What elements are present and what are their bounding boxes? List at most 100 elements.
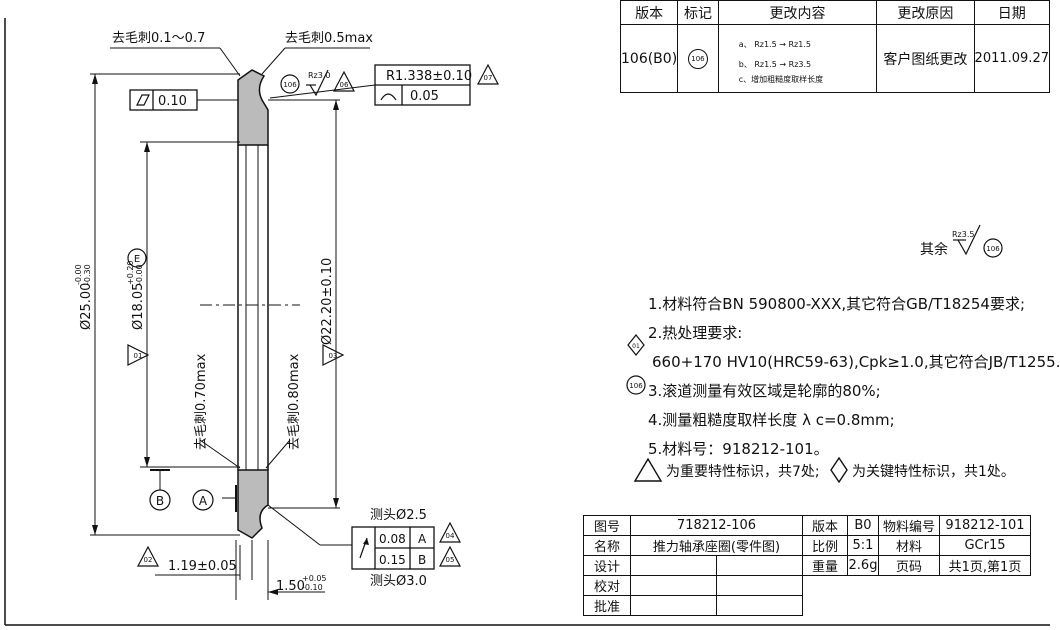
datum-a-circle xyxy=(192,489,214,511)
remaining-mark: 106 xyxy=(986,245,1000,253)
tb-check-date xyxy=(716,575,803,596)
remaining-value: Rz3.5 xyxy=(952,230,974,239)
tb-version: B0 xyxy=(847,515,879,536)
roughness-top: Rz3.0 xyxy=(308,71,330,80)
mark-106: 106 xyxy=(283,81,297,89)
tb-approve-sign xyxy=(630,595,717,616)
dia-inner-tol-lower: -0.00 xyxy=(135,264,144,285)
runout-2-value: 0.15 xyxy=(379,553,406,567)
tb-drawing-no: 718212-106 xyxy=(630,515,803,536)
tb-design-sign xyxy=(630,555,717,576)
tb-approve-label: 批准 xyxy=(583,595,631,616)
key-diamond-icon xyxy=(830,456,848,484)
tb-design-label: 设计 xyxy=(583,555,631,576)
rev-version: 106(B0) xyxy=(619,24,679,93)
dia-raceway: Ø22.20±0.10 xyxy=(320,258,335,345)
rev-header-version: 版本 xyxy=(619,0,679,25)
note-4: 4.测量粗糙度取样长度 λ c=0.8mm; xyxy=(648,411,895,429)
tb-weight: 2.6g xyxy=(847,555,879,576)
tb-empty-2 xyxy=(803,596,1031,616)
runout-2-datum: B xyxy=(418,553,426,567)
mark-01: 01 xyxy=(134,352,143,360)
mark-106-circle xyxy=(280,74,300,94)
datum-a: A xyxy=(199,494,208,508)
tb-check-sign xyxy=(630,575,717,596)
width-dim: 1.50 xyxy=(276,579,305,594)
rev-change-c: c、增加粗糙度取样长度 xyxy=(738,74,824,84)
title-block: 图号 718212-106 版本 B0 物料编号 918212-101 名称 推… xyxy=(583,515,1031,616)
ring-section-bottom xyxy=(237,469,269,539)
rev-mark-circle: 106 xyxy=(687,48,708,69)
profile-icon xyxy=(380,93,397,101)
rev-header-content: 更改内容 xyxy=(717,0,878,25)
tb-check-label: 校对 xyxy=(583,575,631,596)
mark-02-triangle xyxy=(137,545,159,567)
probe-top: 测头Ø2.5 xyxy=(370,508,427,523)
tb-name: 推力轴承座圈(零件图) xyxy=(630,535,803,556)
width-tol-lower: -0.10 xyxy=(302,583,323,592)
circle-e-label: E xyxy=(134,254,140,265)
dia-outer: Ø25.00 xyxy=(79,283,94,330)
remaining-mark-circle xyxy=(983,238,1003,258)
rev-change-b: b、 Rz1.5 → Rz3.5 xyxy=(738,59,812,69)
tb-weight-label: 重量 xyxy=(802,555,848,576)
runout-1-value: 0.08 xyxy=(379,532,406,546)
deburr-top-right: 去毛刺0.5max xyxy=(285,31,373,46)
runout-1-datum: A xyxy=(418,532,427,546)
tb-version-label: 版本 xyxy=(802,515,848,536)
profile-value: 0.05 xyxy=(410,89,439,104)
technical-notes: 1.材料符合BN 590800-XXX,其它符合GB/T18254要求; 2.热… xyxy=(648,290,1060,464)
ring-section-top xyxy=(237,69,269,146)
datum-b-circle xyxy=(149,489,171,511)
mark-03-triangle xyxy=(322,344,345,366)
mark-03: 03 xyxy=(329,352,338,360)
rev-reason: 客户图纸更改 xyxy=(876,24,975,93)
note-5: 5.材料号：918212-101。 xyxy=(648,440,829,458)
note-1: 1.材料符合BN 590800-XXX,其它符合GB/T18254要求; xyxy=(648,295,1026,313)
tb-page: 共1页,第1页 xyxy=(939,555,1031,576)
datum-b: B xyxy=(156,494,164,508)
rev-header-reason: 更改原因 xyxy=(876,0,975,25)
tb-scale-label: 比例 xyxy=(802,535,848,556)
mark-05-triangle xyxy=(439,545,461,567)
rev-date: 2011.09.27 xyxy=(973,24,1051,93)
tb-approve-date xyxy=(716,595,803,616)
dia-inner: Ø18.05 xyxy=(131,283,146,330)
tb-page-label: 页码 xyxy=(878,555,940,576)
dia-outer-tol-lower: -0.30 xyxy=(83,264,92,285)
remaining-roughness-icon xyxy=(957,224,981,256)
note-key-diamond xyxy=(627,334,645,356)
note-2-detail: 660+170 HV10(HRC59-63),Cpk≥1.0,其它符合JB/T1… xyxy=(652,353,1060,371)
rev-content: a、 Rz1.5 → Rz1.5 b、 Rz1.5 → Rz3.5 c、增加粗糙… xyxy=(717,24,878,93)
mark-02: 02 xyxy=(144,556,153,564)
flatness-value: 0.10 xyxy=(158,94,187,109)
roughness-icon xyxy=(309,69,329,97)
note-3: 3.滚道测量有效区域是轮廓的80%; xyxy=(648,382,881,400)
tb-scale: 5:1 xyxy=(847,535,879,556)
dia-inner-tol-upper: +0.20 xyxy=(126,260,135,285)
thickness-dim: 1.19±0.05 xyxy=(168,559,237,574)
tb-material-label: 材料 xyxy=(878,535,940,556)
note-2: 2.热处理要求: xyxy=(648,324,743,342)
revision-table: 版本 标记 更改内容 更改原因 日期 106(B0) 106 a、 Rz1.5 … xyxy=(619,0,1051,93)
deburr-left-vertical: 去毛刺0.70max xyxy=(194,353,209,450)
width-tol-upper: +0.05 xyxy=(302,574,327,583)
dia-outer-tol-upper: -0.00 xyxy=(74,264,83,285)
note2-mark: 01 xyxy=(632,343,640,350)
radius-dim: R1.338±0.10 xyxy=(386,69,472,84)
rev-mark-cell: 106 xyxy=(677,24,719,93)
tb-empty-1 xyxy=(803,576,1031,596)
flatness-icon xyxy=(136,94,150,106)
deburr-top-left: 去毛刺0.1～0.7 xyxy=(112,31,205,46)
rev-header-mark: 标记 xyxy=(677,0,719,25)
note3-mark: 106 xyxy=(629,382,643,390)
mark-07: 07 xyxy=(484,74,493,82)
mark-06: 06 xyxy=(340,81,349,89)
mark-04: 04 xyxy=(446,532,455,540)
tb-material-code: 918212-101 xyxy=(939,515,1031,536)
mark-05: 05 xyxy=(446,556,455,564)
mark-01-triangle xyxy=(127,344,150,366)
note-106-circle xyxy=(626,375,646,395)
